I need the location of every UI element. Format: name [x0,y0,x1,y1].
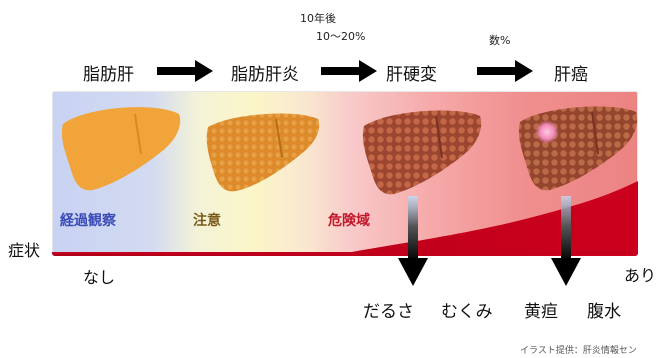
stage-liver-cancer: 肝癌 [554,65,588,85]
symptom-arrow-cirrhosis [398,196,428,286]
severity-curve [52,181,638,256]
illustration-credit: イラスト提供：肝炎情報セン [520,346,637,356]
symptom-arrow-cancer [551,196,581,286]
progression-arrow-2 [321,60,377,82]
progression-arrow-3 [477,60,533,82]
symptom-none-label: なし [83,268,116,287]
tumor-spot [535,120,559,144]
symptom-present-label: あり [624,266,657,285]
symptom-jaundice: 黄疸 [524,302,558,322]
cirrhosis-liver-icon [362,110,482,195]
cirrhosis-rate-note: 10〜20% [316,30,366,43]
stage-steatohepatitis: 脂肪肝炎 [231,65,299,85]
symptom-swelling: むくみ [441,302,493,322]
symptom-ascites: 腹水 [587,302,621,322]
cancer-liver-icon [518,106,638,191]
fatty-liver-icon [206,113,320,192]
zone-danger: 危険域 [328,213,370,229]
stage-fatty-liver: 脂肪肝 [83,65,134,85]
zone-caution: 注意 [193,213,221,229]
symptom-axis-title: 症状 [8,241,41,260]
stage-cirrhosis: 肝硬変 [386,65,437,85]
symptom-fatigue: だるさ [363,302,414,322]
healthy-liver-icon [61,107,181,191]
duration-note: 10年後 [300,12,336,25]
risk-gradient-panel: 経過観察 注意 危険域 [52,91,638,256]
cancer-rate-note: 数% [489,34,511,47]
zone-observation: 経過観察 [60,213,116,229]
progression-arrow-1 [157,60,213,82]
